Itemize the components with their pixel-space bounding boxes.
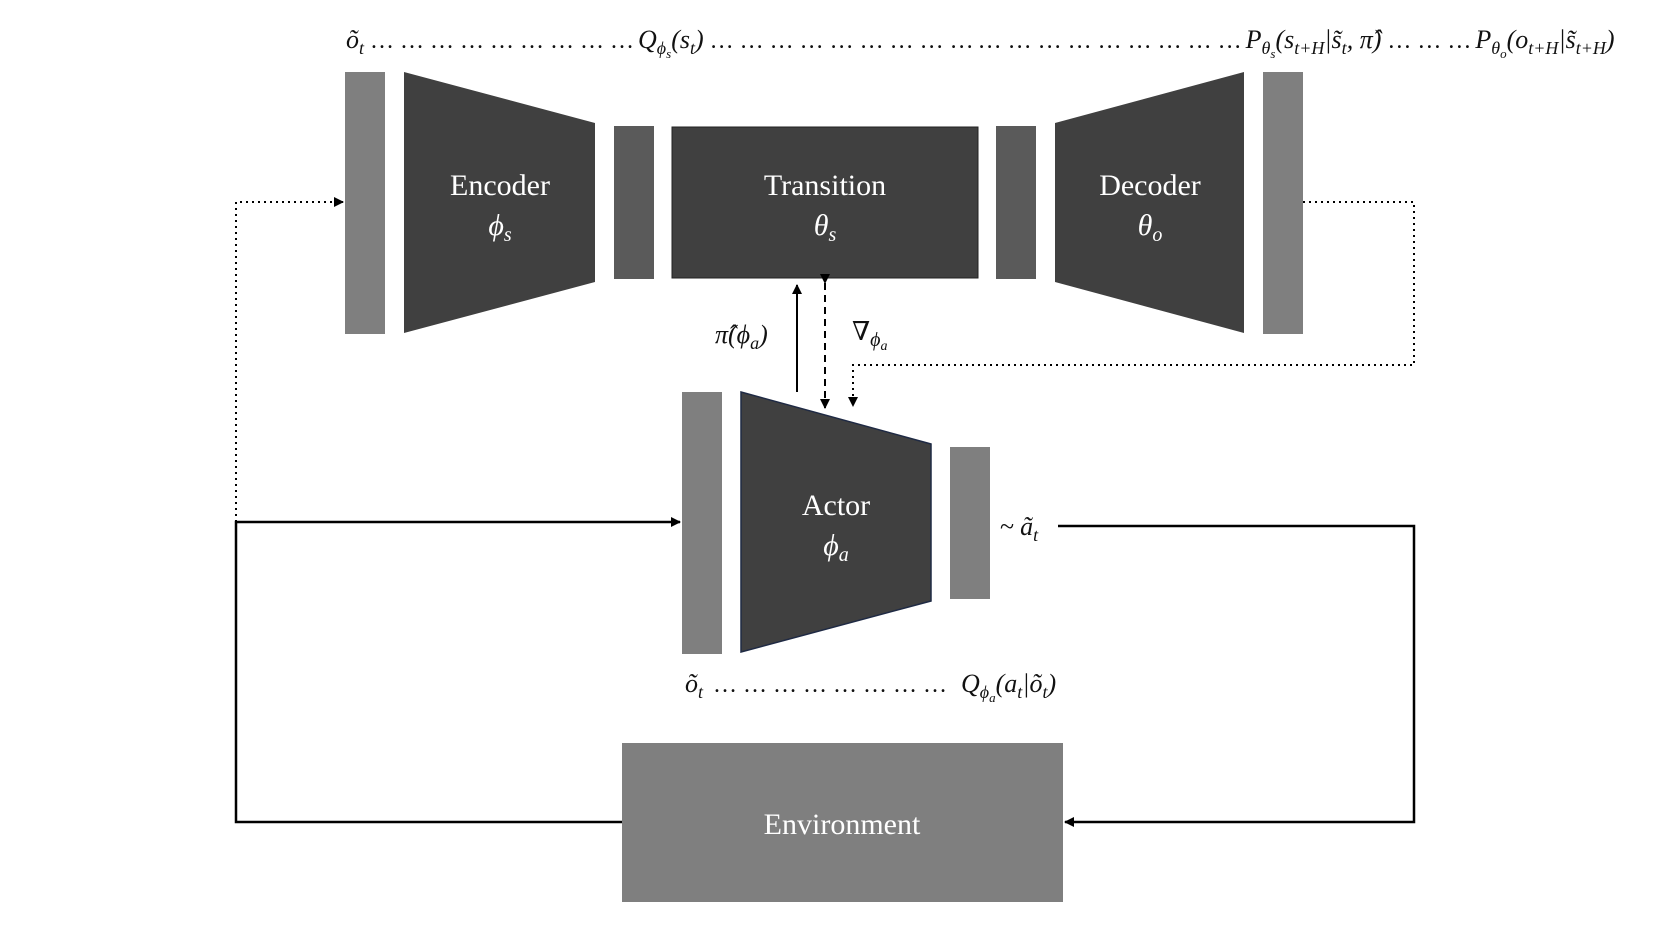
transition-output-bar [996,126,1036,279]
actor-output-bar [950,447,990,599]
encoder-latent-bar [614,126,654,279]
encoder-input-bar [345,72,385,334]
actor-param: ϕa [823,529,849,566]
environment-to-actor-line [234,517,681,824]
action-label: ~ãt [1000,512,1039,545]
environment-title: Environment [764,808,921,841]
actor-title: Actor [802,489,870,522]
decoder-param: θo [1138,209,1163,246]
decoder-feedback-dotted [848,201,1415,407]
bottom-formula: õt… … … … … … … …Qϕa(at|õt) [685,669,1056,705]
decoder-block [1055,72,1244,333]
transition-param: θs [814,209,837,246]
encoder-title: Encoder [450,169,550,202]
encoder-block [404,72,595,333]
pi-hat-label: π̂(ϕa) [715,320,768,353]
decoder-title: Decoder [1099,169,1201,202]
encoder-param: ϕs [488,209,512,246]
nabla-label: ∇ϕa [852,317,888,354]
environment-block [622,743,1063,902]
decoder-output-bar [1263,72,1303,334]
actor-input-bar [682,392,722,654]
observation-to-encoder-dotted [235,197,344,522]
top-formula: õt… … … … … … … … …Qϕs(st)… … … … … … … … [346,25,1615,61]
transition-title: Transition [764,169,886,202]
action-to-environment-line [1058,524,1416,827]
transition-block [671,126,979,279]
actor-block [740,391,932,653]
